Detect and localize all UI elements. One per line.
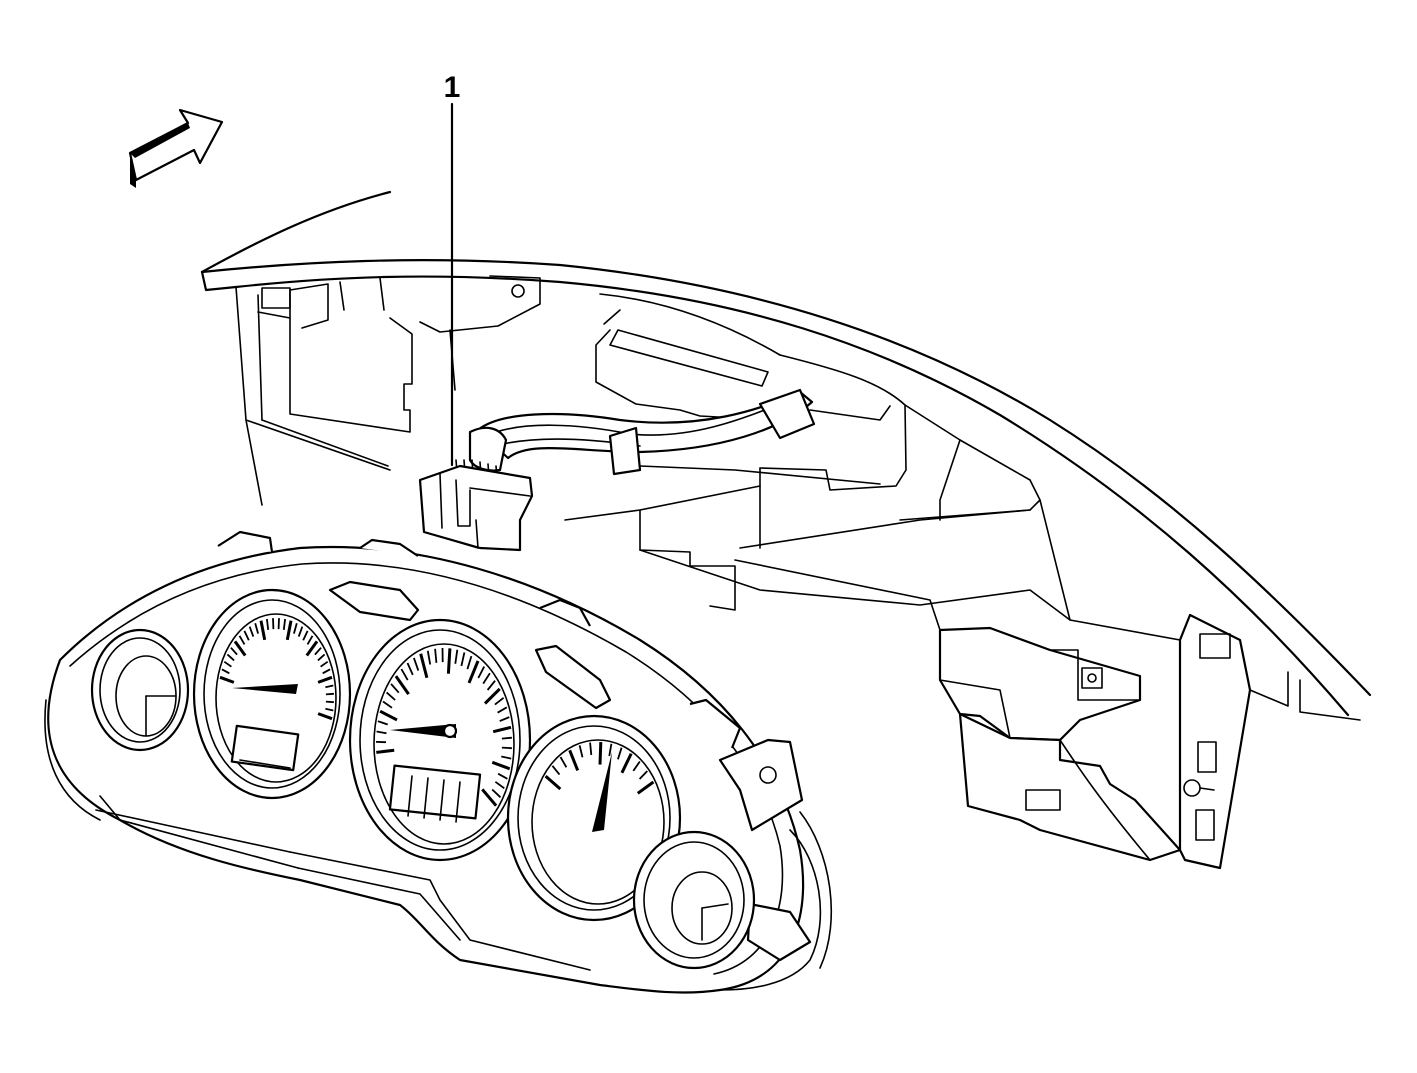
gauge-tick <box>400 668 409 681</box>
gauge-tick <box>477 666 485 679</box>
gauge-tick <box>454 649 459 664</box>
gauge-tick <box>394 675 410 695</box>
gauge-tick <box>376 730 387 735</box>
gauge-tick <box>608 743 613 757</box>
gauge-tick <box>499 716 510 722</box>
instrument-panel-carrier <box>200 190 1372 870</box>
gauge-tick <box>467 660 480 684</box>
right-small-gauge <box>632 830 756 970</box>
gauge-tick <box>376 748 395 754</box>
gauge-tick <box>598 742 603 765</box>
gauge-tick <box>317 653 326 662</box>
gauge-tick <box>483 687 501 705</box>
gauge-tick <box>491 760 511 771</box>
gauge-tick <box>446 648 452 674</box>
gauge-tick <box>233 640 247 657</box>
gauge-tick <box>481 788 498 807</box>
gauge-tick <box>390 683 400 694</box>
gauge-tick <box>501 755 512 760</box>
gauge-tick <box>491 788 502 798</box>
left-small-gauge <box>90 628 190 752</box>
speedometer-gauge <box>328 580 532 862</box>
gauge-tick <box>377 720 388 726</box>
gauge-tick <box>497 706 508 714</box>
gauge-tick <box>266 618 270 631</box>
gauge-tick <box>466 655 473 670</box>
gauge-tick <box>322 668 331 675</box>
gauge-tick <box>320 660 329 668</box>
gauge-tick <box>632 760 641 772</box>
gauge-tick <box>305 640 319 657</box>
gauge-tick <box>282 618 286 631</box>
gauge-tick <box>317 675 333 684</box>
callout-number: 1 <box>444 71 461 104</box>
wiring-harness <box>455 388 816 491</box>
gauge-tick <box>226 653 235 662</box>
gauge-tick <box>382 700 393 709</box>
gauge-tick <box>578 745 584 758</box>
tachometer-gauge <box>192 588 352 800</box>
gauge-tick <box>243 630 250 641</box>
gauge-tick <box>259 620 267 641</box>
gauge-tick <box>568 749 580 771</box>
gauge-tick <box>501 746 512 750</box>
gauge-tick <box>230 647 238 656</box>
gauge-tick <box>386 691 396 701</box>
gauge-tick <box>636 780 655 795</box>
instrument-cluster <box>44 530 833 994</box>
gauge-tick <box>494 697 505 706</box>
electrical-connector <box>418 464 534 552</box>
gauge-tick <box>413 657 420 671</box>
gauge-tick <box>482 672 491 685</box>
gauge-tick <box>285 620 293 641</box>
gauge-tick <box>620 752 633 774</box>
gauge-tick <box>434 648 438 663</box>
gauge-tick <box>551 765 561 776</box>
gauge-tick <box>306 635 314 645</box>
callout-1: 1 <box>444 71 461 467</box>
gauge-tick <box>317 712 333 721</box>
gauge-tick <box>221 668 230 675</box>
gauge-tick <box>302 630 309 641</box>
gauge-tick <box>325 707 334 712</box>
gauge-tick <box>325 692 334 696</box>
right-gauge <box>506 644 682 922</box>
gauge-tick <box>379 709 398 722</box>
gauge-tick <box>406 662 414 676</box>
gauge-tick <box>497 772 508 780</box>
gauge-tick <box>494 781 505 790</box>
gauge-tick <box>486 680 496 691</box>
forward-arrow-icon <box>128 108 224 188</box>
gauge-tick <box>238 635 246 645</box>
gauge-tick <box>638 770 648 780</box>
gauge-tick <box>426 650 432 665</box>
gauge-tick <box>297 626 304 637</box>
gauge-tick <box>559 756 568 768</box>
gauge-tick <box>325 684 334 689</box>
gauge-tick <box>248 626 255 637</box>
gauge-tick <box>325 700 334 704</box>
gauge-tick <box>460 652 466 667</box>
gauge-tick <box>223 660 232 668</box>
gauge-tick <box>589 742 593 756</box>
gauge-tick <box>219 675 235 684</box>
gauge-tick <box>293 623 298 634</box>
gauge-tick <box>617 747 623 760</box>
gauge-tick <box>492 725 512 734</box>
gauge-tick <box>501 736 512 740</box>
gauge-tick <box>314 647 322 656</box>
gauge-tick <box>419 653 429 679</box>
gauge-tick <box>254 623 259 634</box>
gauge-tick <box>544 774 562 791</box>
